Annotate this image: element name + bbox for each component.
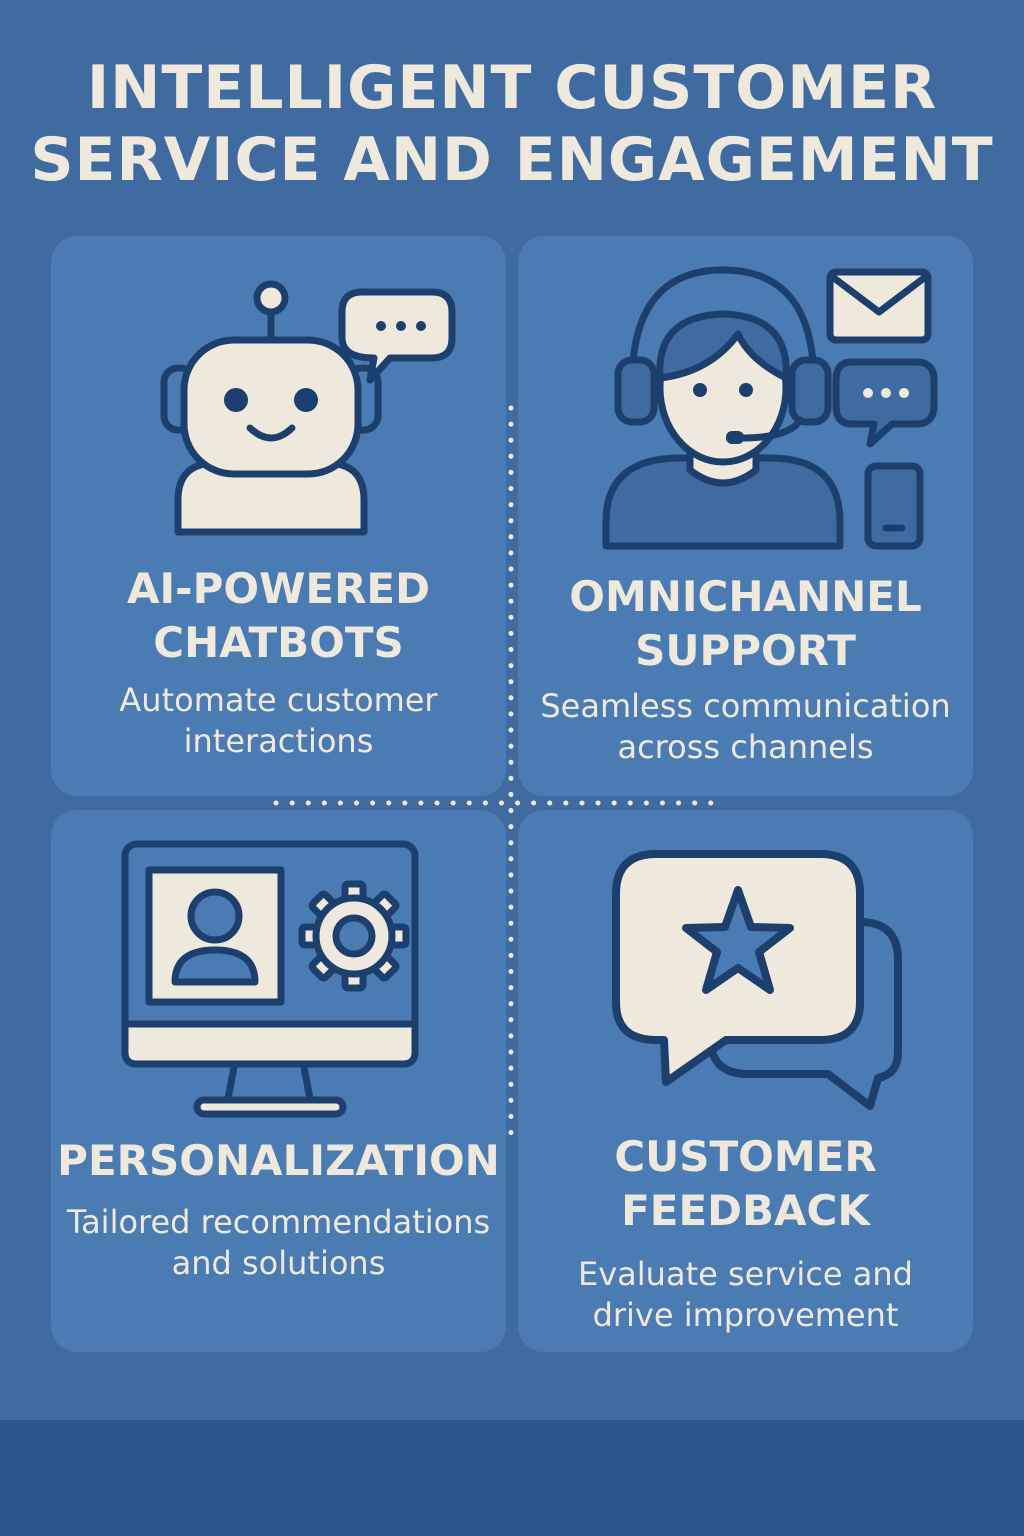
robot-chat-icon <box>160 280 456 536</box>
card-ai-chatbots: AI-POWERED CHATBOTS Automate customer in… <box>51 236 506 796</box>
page-title: INTELLIGENT CUSTOMER SERVICE AND ENGAGEM… <box>0 52 1024 196</box>
card-omnichannel-support: OMNICHANNEL SUPPORT Seamless communicati… <box>518 236 973 796</box>
card-title: CUSTOMER FEEDBACK <box>614 1132 877 1235</box>
title-line-2: SERVICE AND ENGAGEMENT <box>30 125 994 195</box>
card-title: OMNICHANNEL SUPPORT <box>569 572 922 675</box>
dotted-divider <box>273 405 729 1139</box>
star-feedback-icon <box>612 850 902 1110</box>
card-description: Tailored recommendations and solutions <box>66 1203 491 1282</box>
monitor-user-gear-icon <box>121 840 419 1118</box>
card-customer-feedback: CUSTOMER FEEDBACK Evaluate service and d… <box>518 810 973 1352</box>
card-description: Evaluate service and drive improvement <box>578 1255 913 1334</box>
support-agent-icon <box>602 266 938 550</box>
title-line-1: INTELLIGENT CUSTOMER <box>86 53 938 123</box>
card-personalization: PERSONALIZATION Tailored recommendations… <box>51 810 506 1352</box>
card-description: Seamless communication across channels <box>540 687 951 766</box>
card-description: Automate customer interactions <box>119 681 438 760</box>
card-title: AI-POWERED CHATBOTS <box>127 564 430 667</box>
card-title: PERSONALIZATION <box>57 1136 500 1185</box>
footer-band <box>0 1420 1024 1536</box>
